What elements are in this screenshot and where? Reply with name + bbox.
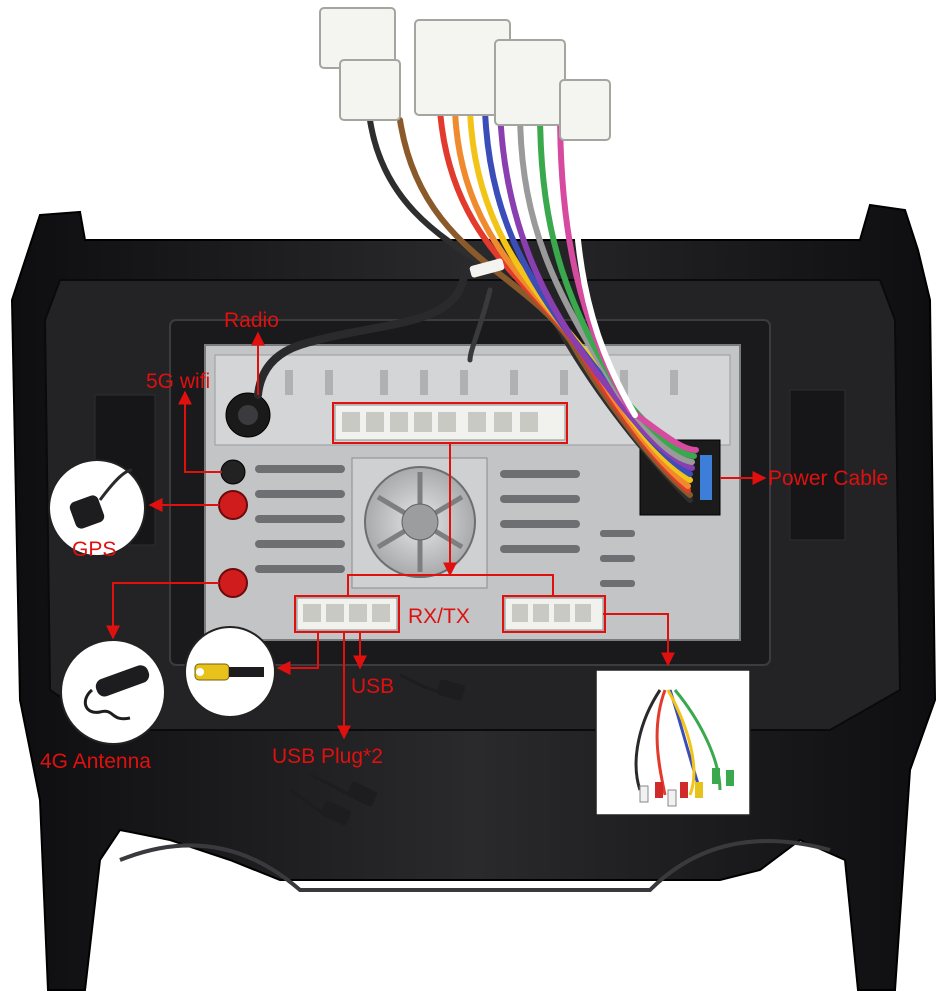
rca-camera-inset — [184, 626, 276, 718]
gps-antenna-inset — [48, 459, 146, 557]
label-usb-plug: USB Plug*2 — [272, 745, 383, 768]
label-radio: Radio — [224, 309, 279, 332]
wifi-arrow — [178, 390, 222, 473]
head-unit — [204, 344, 741, 641]
label-rx-tx: RX/TX — [408, 605, 470, 628]
rca-harness-inset — [595, 669, 751, 816]
right-vents — [500, 470, 635, 587]
label-gps: GPS — [72, 538, 117, 561]
wifi-jack — [220, 459, 246, 485]
gps-jack — [218, 490, 248, 520]
rca-arrow — [276, 632, 319, 675]
label-5g-wifi: 5G wifi — [146, 370, 211, 393]
usb-cable-inset — [399, 673, 465, 701]
rca-connector — [504, 597, 604, 631]
harness-arrow — [603, 613, 675, 667]
label-usb: USB — [351, 675, 395, 698]
left-vents — [255, 465, 345, 573]
radio-jack — [225, 392, 271, 438]
main-connector — [334, 404, 566, 441]
av-usb-connector — [296, 597, 398, 631]
4g-antenna-inset — [60, 639, 166, 745]
label-4g-antenna: 4G Antenna — [40, 750, 151, 773]
antenna-arrow — [106, 582, 219, 640]
wire-harness — [254, 107, 699, 503]
label-power-cable: Power Cable — [768, 467, 889, 490]
cooling-fan — [351, 457, 488, 589]
rxtx-bracket — [347, 574, 554, 596]
cable-tie — [469, 258, 505, 278]
harness-plugs — [319, 7, 611, 141]
antenna-jack — [218, 568, 248, 598]
top-ribs — [285, 370, 678, 395]
usb-plug-inset — [289, 773, 378, 826]
callouts — [106, 331, 767, 740]
